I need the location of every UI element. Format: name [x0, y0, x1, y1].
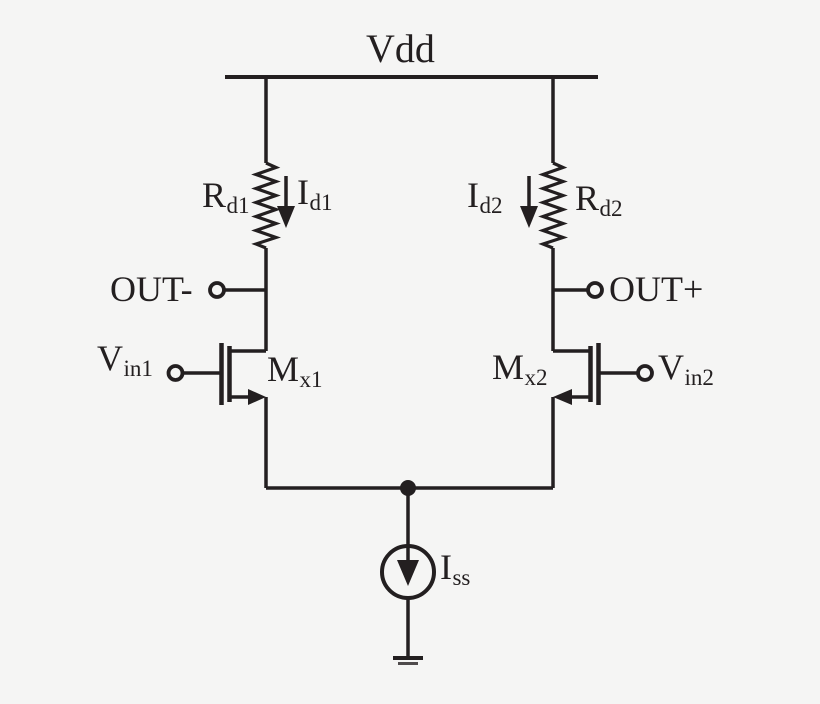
out-minus-label: OUT- [110, 269, 193, 309]
vin2-label: Vin2 [658, 347, 714, 391]
rd2-label: Rd2 [575, 178, 623, 222]
resistor-rd2-symbol [538, 161, 569, 250]
id1-label: Id1 [297, 172, 333, 216]
out-plus-node-icon [586, 281, 604, 299]
current-source-iss-symbol [380, 488, 436, 658]
mx2-label: Mx2 [492, 347, 548, 391]
out-plus-label: OUT+ [609, 269, 704, 309]
nmos-mx1-symbol [166, 343, 268, 488]
vin1-label: Vin1 [97, 338, 153, 382]
terminal-out-minus [208, 281, 266, 299]
out-minus-node-icon [208, 281, 226, 299]
id2-label: Id2 [467, 175, 503, 219]
vin1-node-icon [166, 364, 185, 382]
current-arrow-id2 [520, 176, 538, 228]
resistor-rd1-symbol [251, 161, 282, 250]
rd1-label: Rd1 [202, 175, 250, 219]
terminal-out-plus [553, 281, 604, 299]
vin2-node-icon [636, 364, 654, 382]
current-arrow-id1 [277, 176, 295, 228]
vdd-label: Vdd [366, 26, 435, 71]
iss-label: Iss [440, 547, 471, 591]
ground-icon [393, 656, 423, 665]
nmos-mx2-symbol [551, 343, 654, 488]
mx1-label: Mx1 [267, 349, 323, 393]
